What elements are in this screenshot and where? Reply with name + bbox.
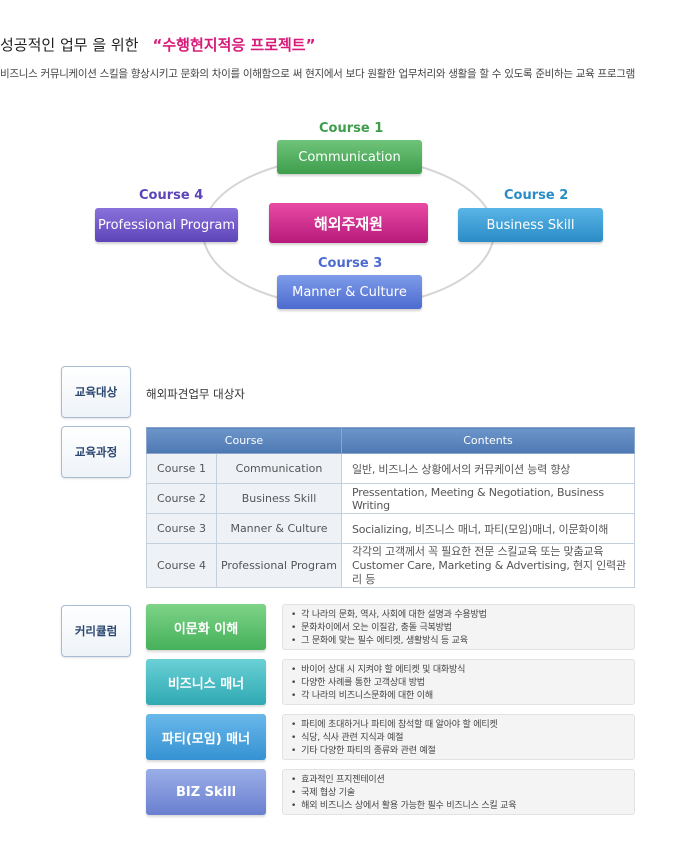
page-subtitle: 비즈니스 커뮤니케이션 스킬을 향상시키고 문화의 차이를 이해함으로 써 현지… (0, 68, 635, 80)
list-item: 각 나라의 비즈니스문화에 대한 이해 (291, 690, 634, 703)
row-contents: 각각의 고객께서 꼭 필요한 전문 스킬교육 또는 맞춤교육 Customer … (341, 543, 635, 588)
curriculum-business-manner-points: 바이어 상대 시 지켜야 할 에티켓 및 대화방식 다양한 사례를 통한 고객상… (282, 659, 635, 705)
table-header-row: Course Contents (146, 427, 635, 454)
row-course: Course 1 (146, 453, 217, 484)
list-item: 기타 다양한 파티의 종류와 관련 예절 (291, 745, 634, 758)
course-2-pill: Business Skill (458, 208, 603, 242)
row-contents: Pressentation, Meeting & Negotiation, Bu… (341, 483, 635, 514)
row-name: Business Skill (216, 483, 342, 514)
course-2-label: Course 2 (504, 188, 569, 203)
curriculum-party-manner-title: 파티(모임) 매너 (146, 714, 266, 760)
row-name: Manner & Culture (216, 513, 342, 544)
curriculum-culture-points: 각 나라의 문화, 역사, 사회에 대한 설명과 수용방법 문화차이에서 오는 … (282, 604, 635, 650)
center-pill: 해외주재원 (269, 203, 428, 243)
target-label: 교육대상 (61, 366, 131, 418)
course-1-label: Course 1 (319, 121, 384, 136)
title-text: 성공적인 업무 을 위한 (0, 36, 139, 54)
row-course: Course 3 (146, 513, 217, 544)
page-title: 성공적인 업무 을 위한 “수행현지적응 프로젝트” (0, 34, 315, 55)
list-item: 각 나라의 문화, 역사, 사회에 대한 설명과 수용방법 (291, 609, 634, 622)
list-item: 그 문화에 맞는 필수 에티켓, 생활방식 등 교육 (291, 635, 634, 648)
row-contents: 일반, 비즈니스 상황에서의 커뮤케이션 능력 향상 (341, 453, 635, 484)
list-item: 파티에 초대하거나 파티에 참석할 때 알아야 할 에티켓 (291, 719, 634, 732)
list-item: 식당, 식사 관련 지식과 예절 (291, 732, 634, 745)
curriculum-business-manner-title: 비즈니스 매너 (146, 659, 266, 705)
curriculum-culture-title: 이문화 이해 (146, 604, 266, 650)
target-value: 해외파견업무 대상자 (146, 387, 245, 401)
curriculum-party-manner-points: 파티에 초대하거나 파티에 참석할 때 알아야 할 에티켓 식당, 식사 관련 … (282, 714, 635, 760)
curriculum-biz-skill-title: BIZ Skill (146, 769, 266, 815)
row-name: Communication (216, 453, 342, 484)
row-contents-line: Customer Care, Marketing & Advertising, … (352, 558, 626, 586)
title-highlight: “수행현지적응 프로젝트” (152, 36, 316, 54)
course-diagram: Course 1 Communication Course 4 Professi… (0, 110, 690, 330)
table-row: Course 2 Business Skill Pressentation, M… (146, 483, 635, 514)
list-item: 다양한 사례를 통한 고객상대 방법 (291, 677, 634, 690)
table-row: Course 1 Communication 일반, 비즈니스 상황에서의 커뮤… (146, 453, 635, 484)
row-name: Professional Program (216, 543, 342, 588)
header-course: Course (146, 427, 342, 454)
curriculum-label: 커리큘럼 (61, 605, 131, 657)
process-label: 교육과정 (61, 426, 131, 478)
course-1-pill: Communication (277, 140, 422, 174)
header-contents: Contents (341, 427, 635, 454)
curriculum-biz-skill-points: 효과적인 프지젠테이션 국제 협상 기술 해외 비즈니스 상에서 활용 가능한 … (282, 769, 635, 815)
row-contents: Socializing, 비즈니스 매너, 파티(모임)매너, 이문화이해 (341, 513, 635, 544)
course-3-label: Course 3 (318, 256, 383, 271)
list-item: 효과적인 프지젠테이션 (291, 774, 634, 787)
table-row: Course 4 Professional Program 각각의 고객께서 꼭… (146, 543, 635, 588)
list-item: 바이어 상대 시 지켜야 할 에티켓 및 대화방식 (291, 664, 634, 677)
table-row: Course 3 Manner & Culture Socializing, 비… (146, 513, 635, 544)
course-4-pill: Professional Program (95, 208, 238, 242)
row-contents-line: 각각의 고객께서 꼭 필요한 전문 스킬교육 또는 맞춤교육 (352, 544, 604, 558)
row-course: Course 4 (146, 543, 217, 588)
list-item: 해외 비즈니스 상에서 활용 가능한 필수 비즈니스 스킬 교육 (291, 800, 634, 813)
course-3-pill: Manner & Culture (277, 275, 422, 309)
course-4-label: Course 4 (139, 188, 204, 203)
row-course: Course 2 (146, 483, 217, 514)
course-table: Course Contents Course 1 Communication 일… (146, 427, 635, 588)
list-item: 국제 협상 기술 (291, 787, 634, 800)
list-item: 문화차이에서 오는 이질감, 충돌 극복방법 (291, 622, 634, 635)
